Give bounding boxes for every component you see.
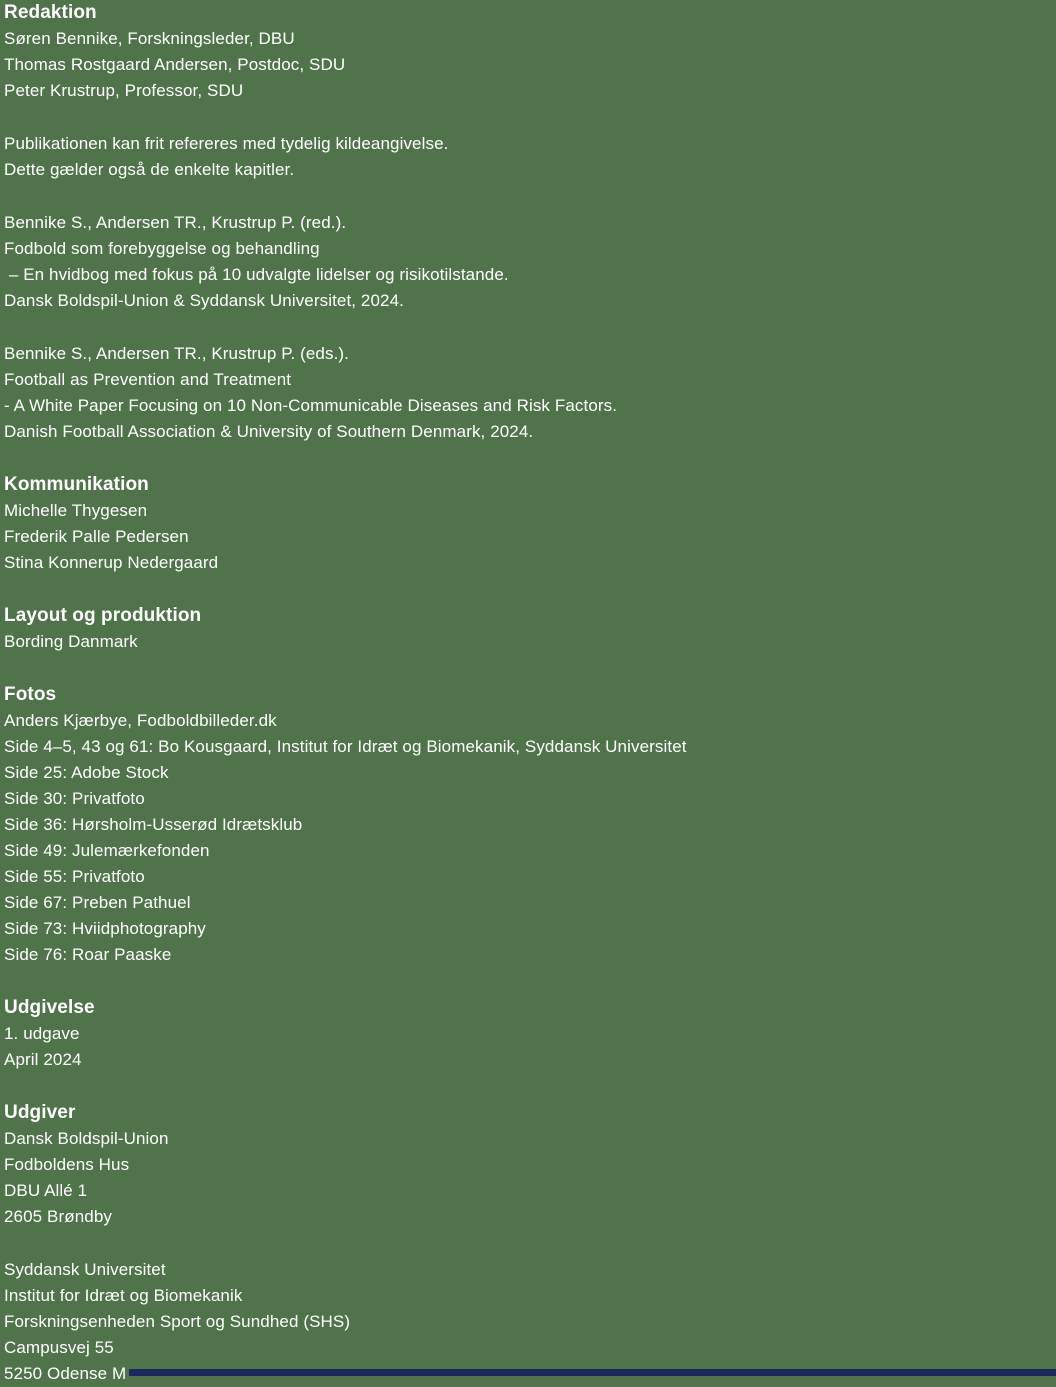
- text-line: Frederik Palle Pedersen: [4, 527, 189, 546]
- text-line: 2605 Brøndby: [4, 1207, 112, 1226]
- text-line: Fodbold som forebyggelse og behandling: [4, 239, 320, 258]
- heading-kommunikation: Kommunikation: [4, 474, 149, 495]
- section-udgiver: Udgiver Dansk Boldspil-Union Fodboldens …: [4, 1100, 1036, 1230]
- text-line: Side 73: Hviidphotography: [4, 919, 206, 938]
- section-citation-notice: Publikationen kan frit refereres med tyd…: [4, 131, 1036, 183]
- text-line: Dansk Boldspil-Union: [4, 1129, 169, 1148]
- text-line: Side 55: Privatfoto: [4, 867, 145, 886]
- section-udgiver-sdu: Syddansk Universitet Institut for Idræt …: [4, 1257, 1036, 1387]
- text-line: Syddansk Universitet: [4, 1260, 166, 1279]
- section-kommunikation: Kommunikation Michelle Thygesen Frederik…: [4, 472, 1036, 576]
- text-line: Peter Krustrup, Professor, SDU: [4, 81, 244, 100]
- text-line: Forskningsenheden Sport og Sundhed (SHS): [4, 1312, 351, 1331]
- section-citation-danish: Bennike S., Andersen TR., Krustrup P. (r…: [4, 210, 1036, 314]
- text-line: – En hvidbog med fokus på 10 udvalgte li…: [4, 265, 509, 284]
- text-line: Bennike S., Andersen TR., Krustrup P. (e…: [4, 344, 349, 363]
- text-line: Side 36: Hørsholm-Usserød Idrætsklub: [4, 815, 303, 834]
- text-line: Søren Bennike, Forskningsleder, DBU: [4, 29, 295, 48]
- text-line: 1. udgave: [4, 1024, 80, 1043]
- text-line: Side 67: Preben Pathuel: [4, 893, 191, 912]
- text-line: Campusvej 55: [4, 1338, 114, 1357]
- text-line: Publikationen kan frit refereres med tyd…: [4, 134, 449, 153]
- text-line: April 2024: [4, 1050, 82, 1069]
- text-line: Michelle Thygesen: [4, 501, 148, 520]
- text-line: Football as Prevention and Treatment: [4, 370, 292, 389]
- bottom-blue-bar: [129, 1369, 1056, 1376]
- text-line: DBU Allé 1: [4, 1181, 88, 1200]
- text-line: Side 49: Julemærkefonden: [4, 841, 210, 860]
- text-line: Dette gælder også de enkelte kapitler.: [4, 160, 295, 179]
- text-line: - A White Paper Focusing on 10 Non-Commu…: [4, 396, 618, 415]
- section-udgivelse: Udgivelse 1. udgave April 2024: [4, 995, 1036, 1073]
- text-line: Bording Danmark: [4, 632, 138, 651]
- text-line: Side 25: Adobe Stock: [4, 763, 169, 782]
- text-line: Dansk Boldspil-Union & Syddansk Universi…: [4, 291, 404, 310]
- section-redaktion: Redaktion Søren Bennike, Forskningsleder…: [4, 0, 1036, 104]
- text-line: Side 76: Roar Paaske: [4, 945, 172, 964]
- heading-redaktion: Redaktion: [4, 2, 97, 23]
- section-fotos: Fotos Anders Kjærbye, Fodboldbilleder.dk…: [4, 682, 1036, 968]
- section-citation-english: Bennike S., Andersen TR., Krustrup P. (e…: [4, 341, 1036, 445]
- heading-udgiver: Udgiver: [4, 1102, 76, 1123]
- heading-layout-produktion: Layout og produktion: [4, 605, 202, 626]
- heading-fotos: Fotos: [4, 684, 57, 705]
- text-line: Thomas Rostgaard Andersen, Postdoc, SDU: [4, 55, 346, 74]
- text-line: Stina Konnerup Nedergaard: [4, 553, 219, 572]
- section-layout-produktion: Layout og produktion Bording Danmark: [4, 603, 1036, 655]
- text-line: Institut for Idræt og Biomekanik: [4, 1286, 243, 1305]
- heading-udgivelse: Udgivelse: [4, 997, 95, 1018]
- text-line: Fodboldens Hus: [4, 1155, 130, 1174]
- text-line: Danish Football Association & University…: [4, 422, 534, 441]
- text-line: Anders Kjærbye, Fodboldbilleder.dk: [4, 711, 277, 730]
- text-line: Side 30: Privatfoto: [4, 789, 145, 808]
- text-line: Bennike S., Andersen TR., Krustrup P. (r…: [4, 213, 347, 232]
- text-line: Side 4–5, 43 og 61: Bo Kousgaard, Instit…: [4, 737, 687, 756]
